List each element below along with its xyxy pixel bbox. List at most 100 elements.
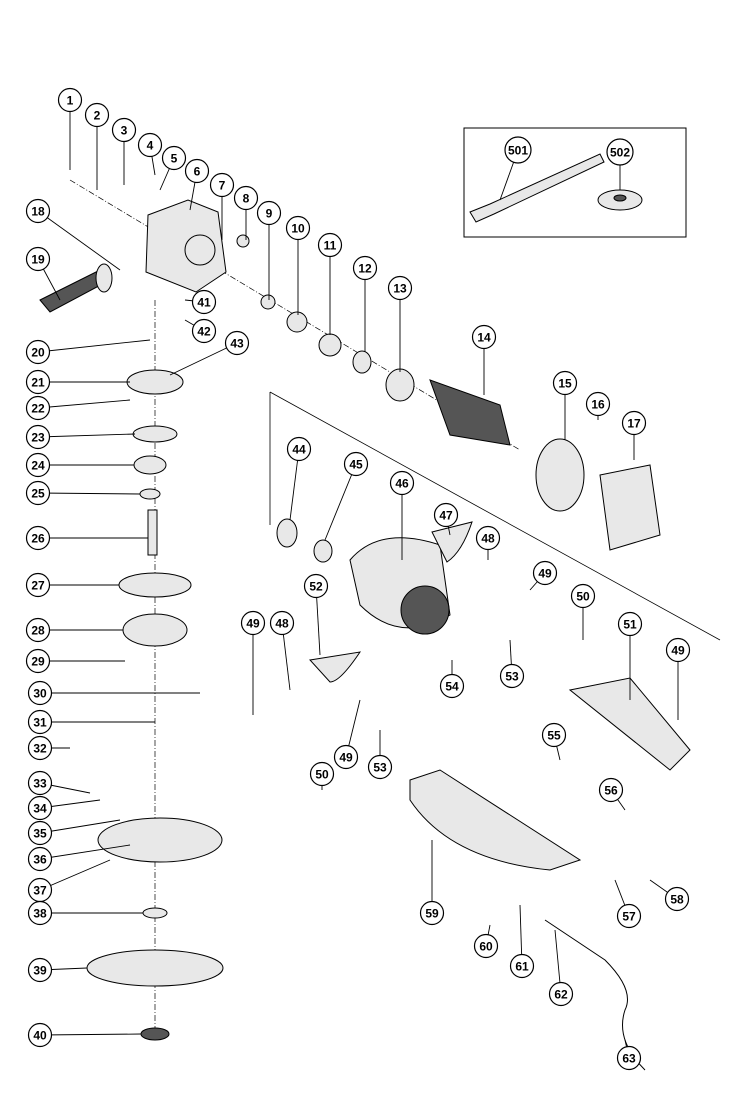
callout-45: 45: [343, 451, 369, 477]
callout-circle: [333, 744, 359, 770]
callout-number: 33: [33, 777, 47, 791]
leader-line: [39, 859, 111, 891]
callout-number: 29: [31, 655, 45, 669]
callout-circle: [475, 525, 501, 551]
callout-number: 8: [243, 192, 250, 206]
callout-38: 38: [27, 900, 53, 926]
callout-circle: [285, 215, 311, 241]
washer-part: [260, 294, 276, 310]
callout-circle: [256, 200, 282, 226]
callout-number: 58: [670, 893, 684, 907]
leader-line: [37, 210, 121, 271]
callout-36: 36: [27, 846, 53, 872]
callout-32: 32: [27, 735, 53, 761]
callout-circle: [598, 777, 624, 803]
cover-47-part: [431, 521, 473, 563]
callout-number: 49: [246, 617, 260, 631]
callout-circle: [309, 761, 335, 787]
callout-circle: [439, 673, 465, 699]
callout-circle: [389, 470, 415, 496]
callout-37: 37: [27, 877, 53, 903]
callout-number: 55: [547, 729, 561, 743]
callout-number: 49: [538, 567, 552, 581]
callout-number: 56: [604, 784, 618, 798]
callout-number: 11: [324, 239, 337, 253]
leader-line: [37, 339, 151, 353]
callout-48: 48: [475, 525, 501, 551]
callout-number: 61: [515, 960, 529, 974]
callout-circle: [27, 820, 53, 846]
callout-number: 10: [291, 222, 305, 236]
callout-number: 7: [219, 179, 226, 193]
callout-number: 23: [31, 431, 45, 445]
callout-circle: [664, 886, 690, 912]
callout-circle: [504, 136, 532, 164]
callout-501: 501: [504, 136, 532, 164]
callout-circle: [616, 1045, 642, 1071]
callout-27: 27: [25, 572, 51, 598]
callout-number: 17: [627, 417, 641, 431]
callout-circle: [532, 560, 558, 586]
callout-number: 22: [31, 402, 45, 416]
callout-circle: [621, 410, 647, 436]
callout-circle: [433, 502, 459, 528]
callout-number: 31: [33, 716, 47, 730]
callout-49: 49: [240, 610, 266, 636]
callout-39: 39: [27, 957, 53, 983]
callout-35: 35: [27, 820, 53, 846]
handle-cover-59-part: [409, 769, 582, 871]
callout-circle: [191, 289, 217, 315]
callout-circle: [352, 255, 378, 281]
leader-line: [39, 819, 121, 834]
callout-number: 502: [610, 146, 630, 160]
callout-50: 50: [309, 761, 335, 787]
callout-number: 3: [121, 124, 128, 138]
callout-circle: [303, 573, 329, 599]
tail-cover-51-part: [568, 677, 691, 771]
callout-circle: [240, 610, 266, 636]
callout-number: 52: [309, 580, 323, 594]
callout-2: 2: [84, 102, 110, 128]
callout-502: 502: [606, 138, 634, 166]
armature-part: [429, 379, 511, 446]
callout-number: 39: [33, 964, 47, 978]
callout-14: 14: [471, 324, 497, 350]
callout-11: 11: [317, 232, 343, 258]
callout-3: 3: [111, 117, 137, 143]
bearing-10-part: [286, 311, 308, 333]
callout-25: 25: [25, 480, 51, 506]
callout-circle: [367, 754, 393, 780]
gear-21-part: [126, 369, 184, 395]
callout-48: 48: [269, 610, 295, 636]
callout-number: 19: [31, 253, 45, 267]
callout-circle: [25, 395, 51, 421]
callout-circle: [606, 138, 634, 166]
callout-circle: [191, 318, 217, 344]
callout-circle: [509, 953, 535, 979]
flange-nut-center: [613, 194, 627, 202]
callout-number: 40: [33, 1029, 47, 1043]
callout-58: 58: [664, 886, 690, 912]
callout-circle: [665, 637, 691, 663]
ring-12-part: [352, 350, 372, 374]
callout-number: 25: [31, 487, 45, 501]
callout-60: 60: [473, 933, 499, 959]
callout-28: 28: [25, 617, 51, 643]
callout-number: 59: [425, 907, 439, 921]
stator-part: [599, 464, 661, 551]
callout-42: 42: [191, 318, 217, 344]
callout-23: 23: [25, 424, 51, 450]
leader-line: [37, 492, 141, 495]
callout-circle: [161, 145, 187, 171]
callout-circle: [25, 424, 51, 450]
callout-43: 43: [224, 330, 250, 356]
callout-circle: [617, 611, 643, 637]
callout-number: 41: [197, 296, 211, 310]
callout-circle: [27, 680, 53, 706]
callout-57: 57: [616, 903, 642, 929]
callout-24: 24: [25, 452, 51, 478]
callout-40: 40: [27, 1022, 53, 1048]
callout-number: 44: [292, 443, 306, 457]
wheel-guard-part: [97, 817, 223, 863]
